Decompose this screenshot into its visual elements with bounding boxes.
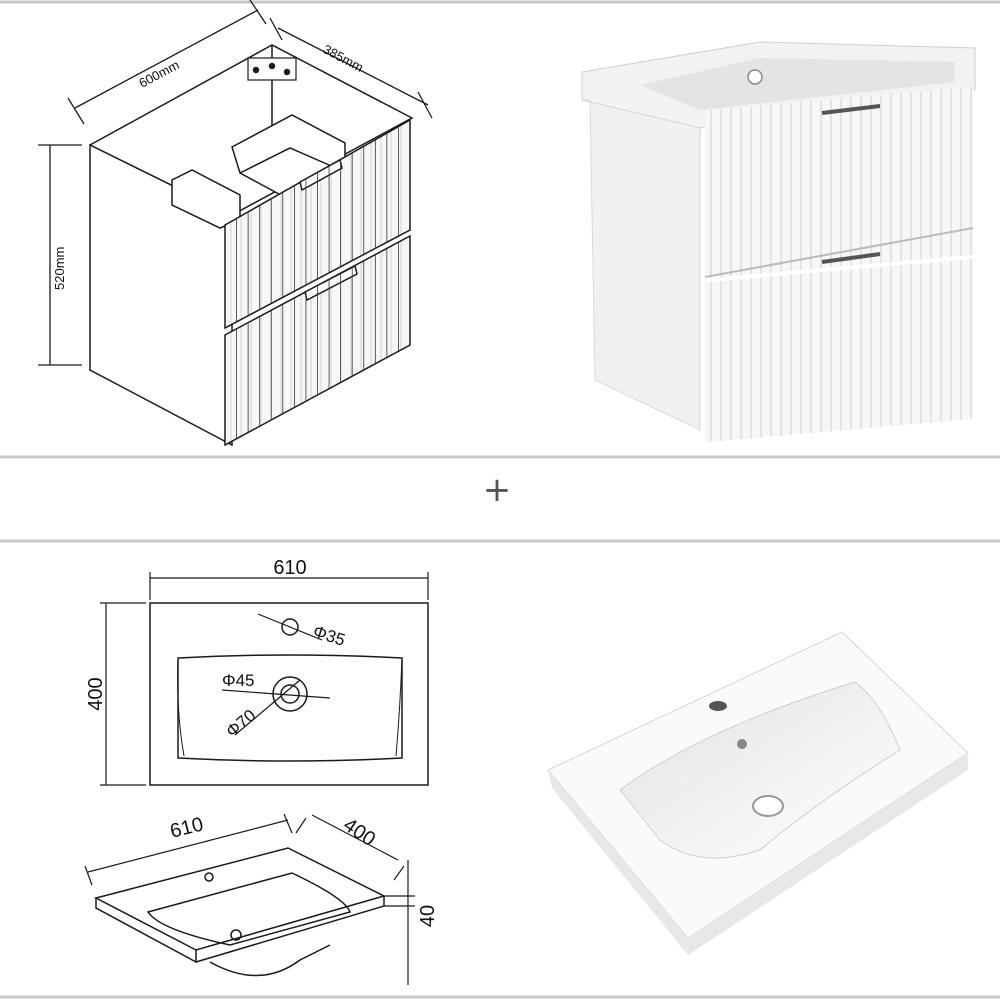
basin-iso-top: [93, 847, 387, 951]
basin-top-height-label: 400: [85, 677, 107, 710]
vanity-flute-lines: [236, 126, 399, 439]
basin-iso-drawing: [93, 847, 387, 977]
render-drawer-upper: [705, 86, 973, 279]
basin-iso-thickness-label: 40: [417, 905, 439, 927]
basin-top-dimension-lines: [100, 572, 429, 786]
basin-top-width-label: 610: [273, 557, 306, 579]
render-basin-bowl: [619, 681, 901, 859]
render-basin-tap-hole: [709, 701, 727, 711]
plus-symbol: +: [483, 470, 512, 510]
basin-top-view: [149, 602, 429, 786]
render-handle-lower: [821, 252, 881, 264]
basin-iso-bowl: [146, 872, 351, 946]
waste-label: Φ45: [222, 671, 254, 690]
render-handle-upper: [821, 104, 881, 115]
render-cabinet-side: [581, 99, 701, 431]
basin-iso-front: [95, 898, 197, 964]
upper-handle: [299, 158, 343, 192]
basin-bowl-outline: [177, 654, 403, 762]
vanity-render: [581, 41, 976, 443]
basin-top-outline: [149, 602, 429, 786]
render-basin-overflow: [737, 739, 747, 749]
tap-hole: [281, 618, 299, 636]
render-tap-hole: [747, 69, 763, 85]
vanity-width-label: 600mm: [136, 57, 181, 91]
vanity-depth-label: 385mm: [321, 41, 366, 75]
basin-iso-width-label: 610: [168, 813, 206, 842]
vanity-dimension-lines: [38, 0, 433, 366]
basin-iso-depth-label: 400: [339, 814, 379, 851]
basin-render: [547, 631, 969, 955]
vanity-height-label: 520mm: [52, 247, 67, 290]
render-drawer-lower: [705, 258, 973, 443]
basin-iso-dimension-lines: [84, 813, 415, 985]
render-basin-drain: [752, 795, 784, 817]
